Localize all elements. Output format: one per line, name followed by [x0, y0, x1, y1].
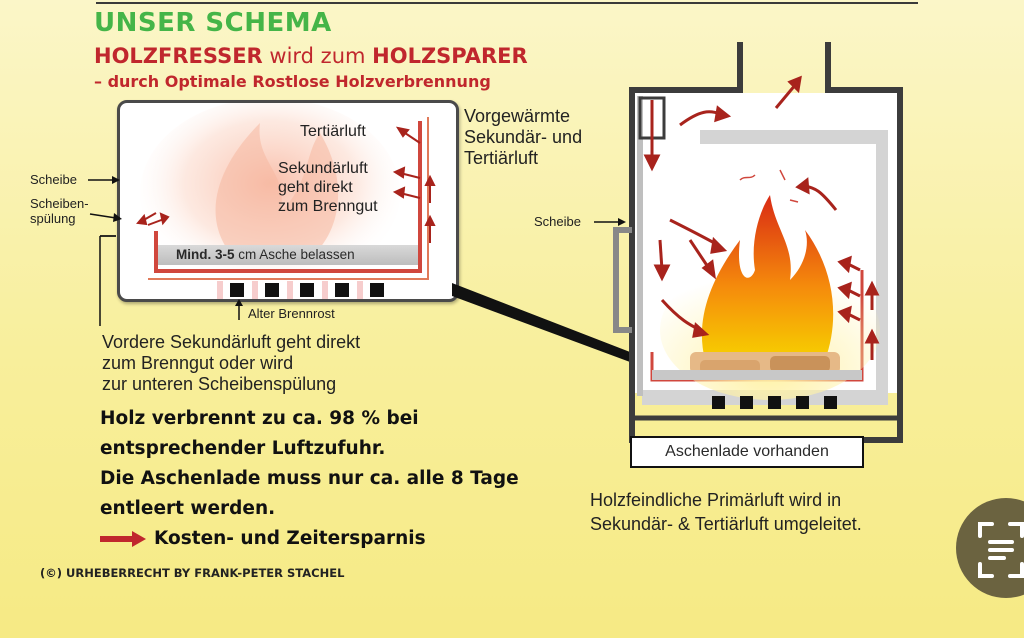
detail-drawing [136, 103, 436, 299]
label-asche-rest: cm Asche belassen [234, 247, 355, 262]
glass-pane [637, 96, 643, 396]
stove-grate-bar [740, 396, 753, 409]
label-sekundaerluft: Sekundärluft geht direkt zum Brenngut [278, 160, 378, 215]
air-channel [154, 121, 422, 273]
summary-line-1: Holz verbrennt zu ca. 98 % bei [100, 408, 419, 429]
subtitle-method: – durch Optimale Rostlose Holzverbrennun… [94, 72, 491, 91]
heat-flow [217, 281, 363, 299]
grate-bar [300, 283, 314, 297]
leader-vordere [99, 235, 116, 326]
grate-bar [265, 283, 279, 297]
summary-line-2: entsprechender Luftzufuhr. [100, 438, 386, 459]
label-scheibenspuelung: Scheiben- spülung [30, 196, 89, 226]
air-arrows-detail [136, 126, 436, 243]
label-scheibe-right: Scheibe [534, 214, 581, 229]
label-scheibe-left: Scheibe [30, 172, 77, 187]
stove-grate-bar [796, 396, 809, 409]
stove-air-arrows [643, 75, 880, 360]
flame [701, 195, 834, 360]
label-tertiaerluft: Tertiärluft [300, 123, 366, 140]
grate-bar [230, 283, 244, 297]
door-handle [613, 227, 632, 333]
grate-bar [370, 283, 384, 297]
arrow-brennrost [235, 299, 243, 320]
grate-bar [335, 283, 349, 297]
ash-drawer-label: Aschenlade vorhanden [630, 436, 864, 468]
subtitle-line: HOLZFRESSER wird zum HOLZSPARER [94, 44, 528, 68]
stove-grate-bar [712, 396, 725, 409]
faded-flame-shape [215, 123, 339, 258]
summary-line-4: entleert werden. [100, 498, 276, 519]
stove-diagram [613, 42, 903, 443]
label-alter-brennrost: Alter Brennrost [248, 306, 335, 321]
spark-lines [739, 169, 799, 203]
summary-line-5: Kosten- und Zeitersparnis [100, 524, 519, 554]
arrow-scheibe-left [88, 176, 120, 184]
subtitle-holzsparer: HOLZSPARER [372, 44, 528, 68]
page-title: UNSER SCHEMA [94, 8, 332, 38]
detail-callout: Tertiärluft Sekundärluft geht direkt zum… [117, 100, 459, 302]
air-channel-outer [148, 117, 429, 280]
red-arrow-icon [100, 531, 146, 547]
stove-grate-bar [824, 396, 837, 409]
label-asche: Mind. 3-5 cm Asche belassen [176, 247, 355, 262]
arrow-scheibe-right [594, 218, 626, 226]
label-vordere-sekundaerluft: Vordere Sekundärluft geht direkt zum Bre… [102, 332, 361, 394]
label-asche-bold: Mind. 3-5 [176, 247, 235, 262]
wood-log [770, 356, 830, 372]
summary-kosten: Kosten- und Zeitersparnis [154, 528, 426, 549]
summary-line-3: Die Aschenlade muss nur ca. alle 8 Tage [100, 468, 519, 489]
subtitle-holzfresser: HOLZFRESSER [94, 44, 263, 68]
stove-grate-bar [768, 396, 781, 409]
label-vorgewaermte: Vorgewärmte Sekundär- und Tertiärluft [464, 106, 583, 168]
stove-ash-bed [652, 370, 862, 380]
label-primaerluft: Holzfeindliche Primärluft wird in Sekund… [590, 490, 862, 534]
pointer-wedge [452, 283, 630, 362]
summary-text: Holz verbrennt zu ca. 98 % bei entsprech… [100, 404, 519, 554]
top-rule [96, 2, 918, 4]
ash-bed [158, 245, 418, 265]
subtitle-middle: wird zum [262, 44, 373, 68]
scan-text-icon[interactable] [978, 520, 1024, 580]
copyright: (©) URHEBERRECHT BY FRANK-PETER STACHEL [40, 566, 345, 580]
